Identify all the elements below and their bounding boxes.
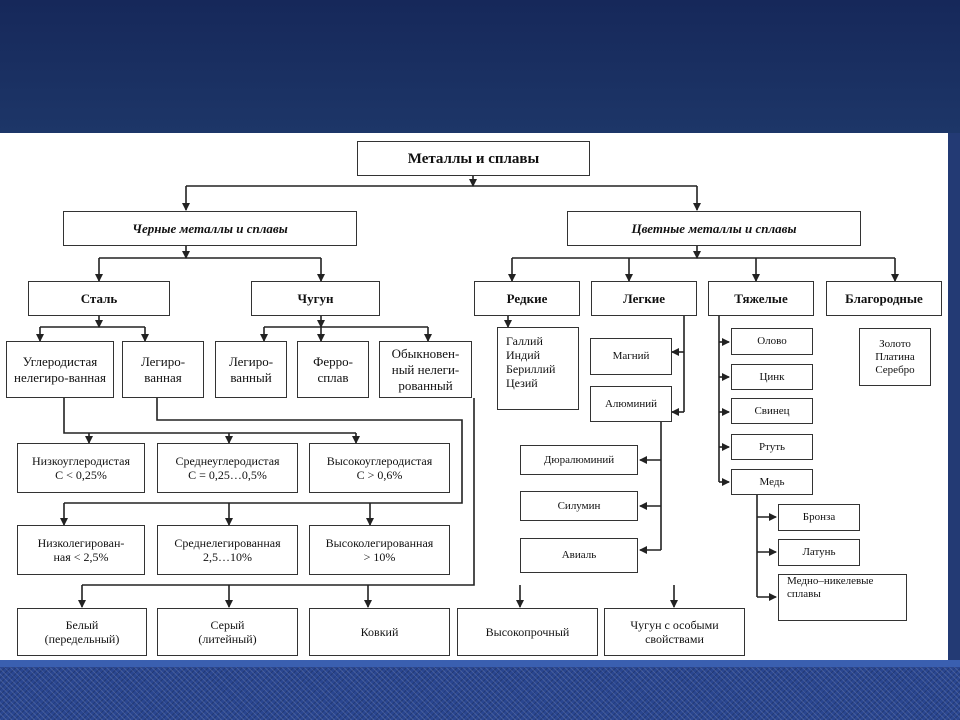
slide-header-band	[0, 0, 960, 133]
noble-item: Серебро	[875, 363, 915, 376]
node-light: Легкие	[591, 281, 697, 316]
node-white-title: Белый	[65, 618, 99, 632]
node-special-title: Чугун с особыми	[630, 618, 719, 632]
node-high-strength-cast-iron: Высокопрочный	[457, 608, 598, 656]
node-avial: Авиаль	[520, 538, 638, 573]
node-mid-carbon-title: Среднеуглеродистая	[175, 454, 280, 468]
node-high-alloy: Высоколегированная > 10%	[309, 525, 450, 575]
node-mid-alloy-range: 2,5…10%	[203, 550, 252, 564]
slide-stripe	[0, 660, 960, 667]
node-grey-cast-iron: Серый (литейный)	[157, 608, 298, 656]
node-high-alloy-title: Высоколегированная	[325, 536, 434, 550]
node-low-carbon: Низкоуглеродистая С < 0,25%	[17, 443, 145, 493]
node-bronze: Бронза	[778, 504, 860, 531]
node-alloyed-steel: Легиро-ванная	[122, 341, 204, 398]
node-high-alloy-range: > 10%	[363, 550, 396, 564]
node-white-cast-iron: Белый (передельный)	[17, 608, 147, 656]
node-low-alloy: Низколегирован- ная < 2,5%	[17, 525, 145, 575]
node-steel: Сталь	[28, 281, 170, 316]
node-carbon-steel: Углеродистая нелегиро-ванная	[6, 341, 114, 398]
node-special-note: свойствами	[645, 632, 704, 646]
node-white-note: (передельный)	[44, 632, 120, 646]
node-low-carbon-title: Низкоуглеродистая	[32, 454, 130, 468]
node-rare: Редкие	[474, 281, 580, 316]
node-copper: Медь	[731, 469, 813, 495]
node-high-carbon: Высокоуглеродистая С > 0,6%	[309, 443, 450, 493]
node-root: Металлы и сплавы	[357, 141, 590, 176]
node-high-carbon-range: С > 0,6%	[356, 468, 403, 482]
slide-footer-band	[0, 667, 960, 720]
node-low-alloy-title: Низколегирован-	[37, 536, 125, 550]
node-plain-cast-iron: Обыкновен-ный нелеги-рованный	[379, 341, 472, 398]
node-zinc: Цинк	[731, 364, 813, 390]
node-alloyed-cast-iron: Легиро-ванный	[215, 341, 287, 398]
node-cupronickel-title: Медно–никелевые	[787, 575, 874, 587]
node-noble: Благородные	[826, 281, 942, 316]
node-noble-list: Золото Платина Серебро	[859, 328, 931, 386]
node-cupronickel-note: сплавы	[787, 588, 821, 600]
node-silumin: Силумин	[520, 491, 638, 521]
node-mid-alloy: Среднелегированная 2,5…10%	[157, 525, 298, 575]
rare-item: Индий	[506, 348, 541, 362]
node-grey-note: (литейный)	[198, 632, 257, 646]
node-ferrous: Черные металлы и сплавы	[63, 211, 357, 246]
node-mid-alloy-title: Среднелегированная	[174, 536, 281, 550]
node-lead: Свинец	[731, 398, 813, 424]
noble-item: Золото	[879, 337, 911, 350]
node-ferroalloy: Ферро-сплав	[297, 341, 369, 398]
node-mid-carbon: Среднеуглеродистая С = 0,25…0,5%	[157, 443, 298, 493]
slide-right-edge	[948, 133, 960, 660]
node-low-carbon-range: С < 0,25%	[55, 468, 107, 482]
node-high-carbon-title: Высокоуглеродистая	[326, 454, 433, 468]
node-mercury: Ртуть	[731, 434, 813, 460]
node-rare-list: Галлий Индий Бериллий Цезий	[497, 327, 579, 410]
node-duralumin: Дюралюминий	[520, 445, 638, 475]
node-special-cast-iron: Чугун с особыми свойствами	[604, 608, 745, 656]
node-mid-carbon-range: С = 0,25…0,5%	[188, 468, 267, 482]
node-aluminium: Алюминий	[590, 386, 672, 422]
node-grey-title: Серый	[210, 618, 245, 632]
node-cupronickel: Медно–никелевые сплавы	[778, 574, 907, 621]
node-heavy: Тяжелые	[708, 281, 814, 316]
node-nonferrous: Цветные металлы и сплавы	[567, 211, 861, 246]
node-brass: Латунь	[778, 539, 860, 566]
rare-item: Бериллий	[506, 362, 556, 376]
node-cast-iron: Чугун	[251, 281, 380, 316]
rare-item: Цезий	[506, 376, 538, 390]
node-magnesium: Магний	[590, 338, 672, 375]
rare-item: Галлий	[506, 334, 543, 348]
node-malleable-cast-iron: Ковкий	[309, 608, 450, 656]
noble-item: Платина	[875, 350, 915, 363]
node-low-alloy-range: ная < 2,5%	[53, 550, 109, 564]
node-tin: Олово	[731, 328, 813, 355]
